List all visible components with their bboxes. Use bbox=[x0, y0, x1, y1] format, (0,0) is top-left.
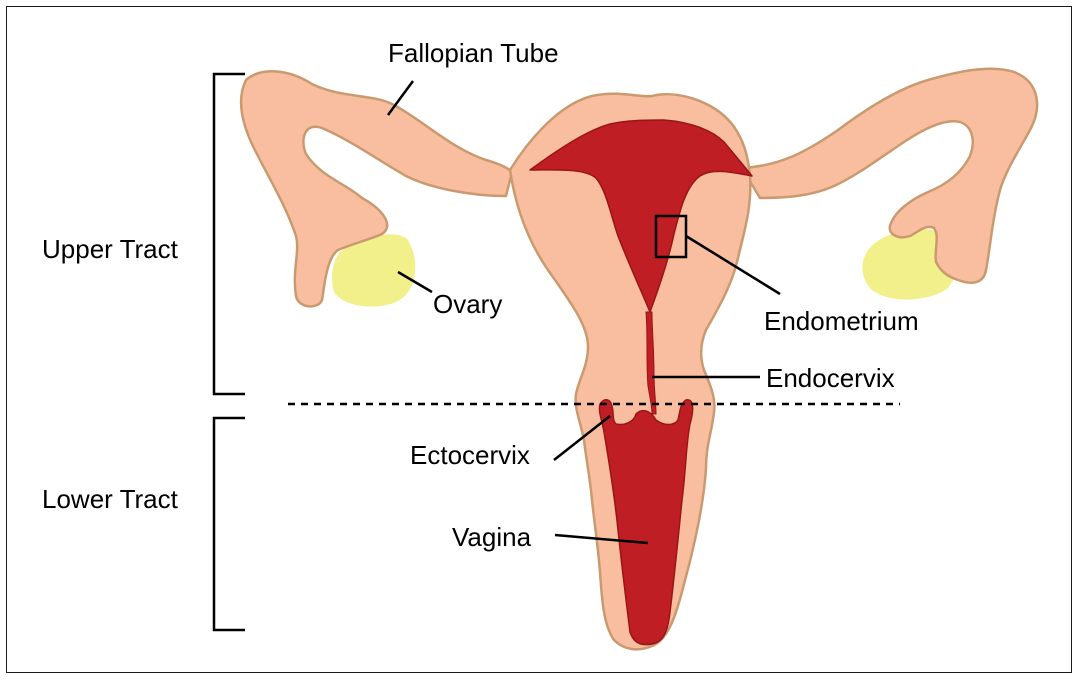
label-ectocervix: Ectocervix bbox=[410, 440, 530, 470]
label-ovary: Ovary bbox=[433, 289, 502, 319]
label-fallopian-tube: Fallopian Tube bbox=[388, 38, 559, 68]
label-vagina: Vagina bbox=[452, 522, 532, 552]
label-lower-tract: Lower Tract bbox=[42, 484, 179, 514]
lower-tract-bracket bbox=[214, 418, 245, 630]
upper-tract-bracket bbox=[214, 74, 245, 394]
label-endometrium: Endometrium bbox=[764, 306, 919, 336]
label-upper-tract: Upper Tract bbox=[42, 234, 179, 264]
label-endocervix: Endocervix bbox=[766, 363, 895, 393]
